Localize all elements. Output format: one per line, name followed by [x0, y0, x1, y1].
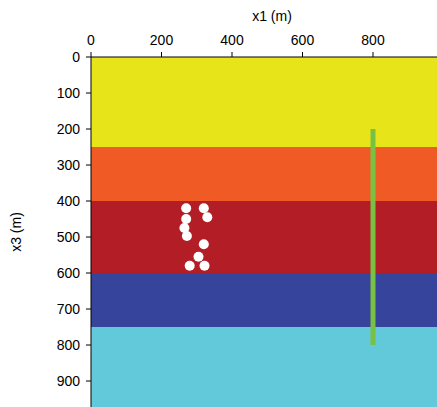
source-dot: [185, 261, 195, 271]
layer: [91, 57, 437, 147]
tick: [373, 52, 374, 57]
tick-label: 100: [57, 86, 80, 100]
tick-label: 300: [57, 158, 80, 172]
axis: [91, 57, 437, 58]
tick-label: 600: [57, 266, 80, 280]
tick-label: 0: [72, 50, 80, 64]
tick: [86, 381, 91, 382]
tick: [86, 93, 91, 94]
source-dot: [181, 203, 191, 213]
tick: [86, 57, 91, 58]
tick: [161, 52, 162, 57]
tick-label: 800: [57, 338, 80, 352]
source-dot: [200, 261, 210, 271]
tick-label: 400: [220, 33, 243, 47]
tick-label: 0: [87, 33, 95, 47]
tick: [86, 129, 91, 130]
tick: [86, 201, 91, 202]
tick-label: 500: [57, 230, 80, 244]
tick-label: 200: [150, 33, 173, 47]
tick: [86, 309, 91, 310]
tick: [232, 52, 233, 57]
source-dot: [182, 231, 192, 241]
tick-label: 700: [57, 302, 80, 316]
tick-label: 800: [361, 33, 384, 47]
source-dot: [181, 214, 191, 224]
source-dot: [202, 212, 212, 222]
source-dot: [199, 239, 209, 249]
sources: [179, 203, 212, 271]
layer: [91, 327, 437, 407]
tick-label: 400: [57, 194, 80, 208]
axis-title: x1 (m): [252, 9, 292, 23]
tick: [86, 237, 91, 238]
tick-label: 900: [57, 374, 80, 388]
tick: [91, 52, 92, 57]
tick: [86, 165, 91, 166]
tick: [302, 52, 303, 57]
tick: [86, 345, 91, 346]
tick: [86, 273, 91, 274]
layer: [91, 201, 437, 273]
source-dot: [194, 252, 204, 262]
axis-title: x3 (m): [9, 212, 23, 252]
axis: [91, 57, 92, 407]
layer: [91, 273, 437, 327]
tick-label: 200: [57, 122, 80, 136]
layer: [91, 147, 437, 201]
receiver-well: [371, 129, 376, 345]
ticks: [86, 52, 373, 381]
tick-label: 600: [291, 33, 314, 47]
source-dot: [199, 203, 209, 213]
